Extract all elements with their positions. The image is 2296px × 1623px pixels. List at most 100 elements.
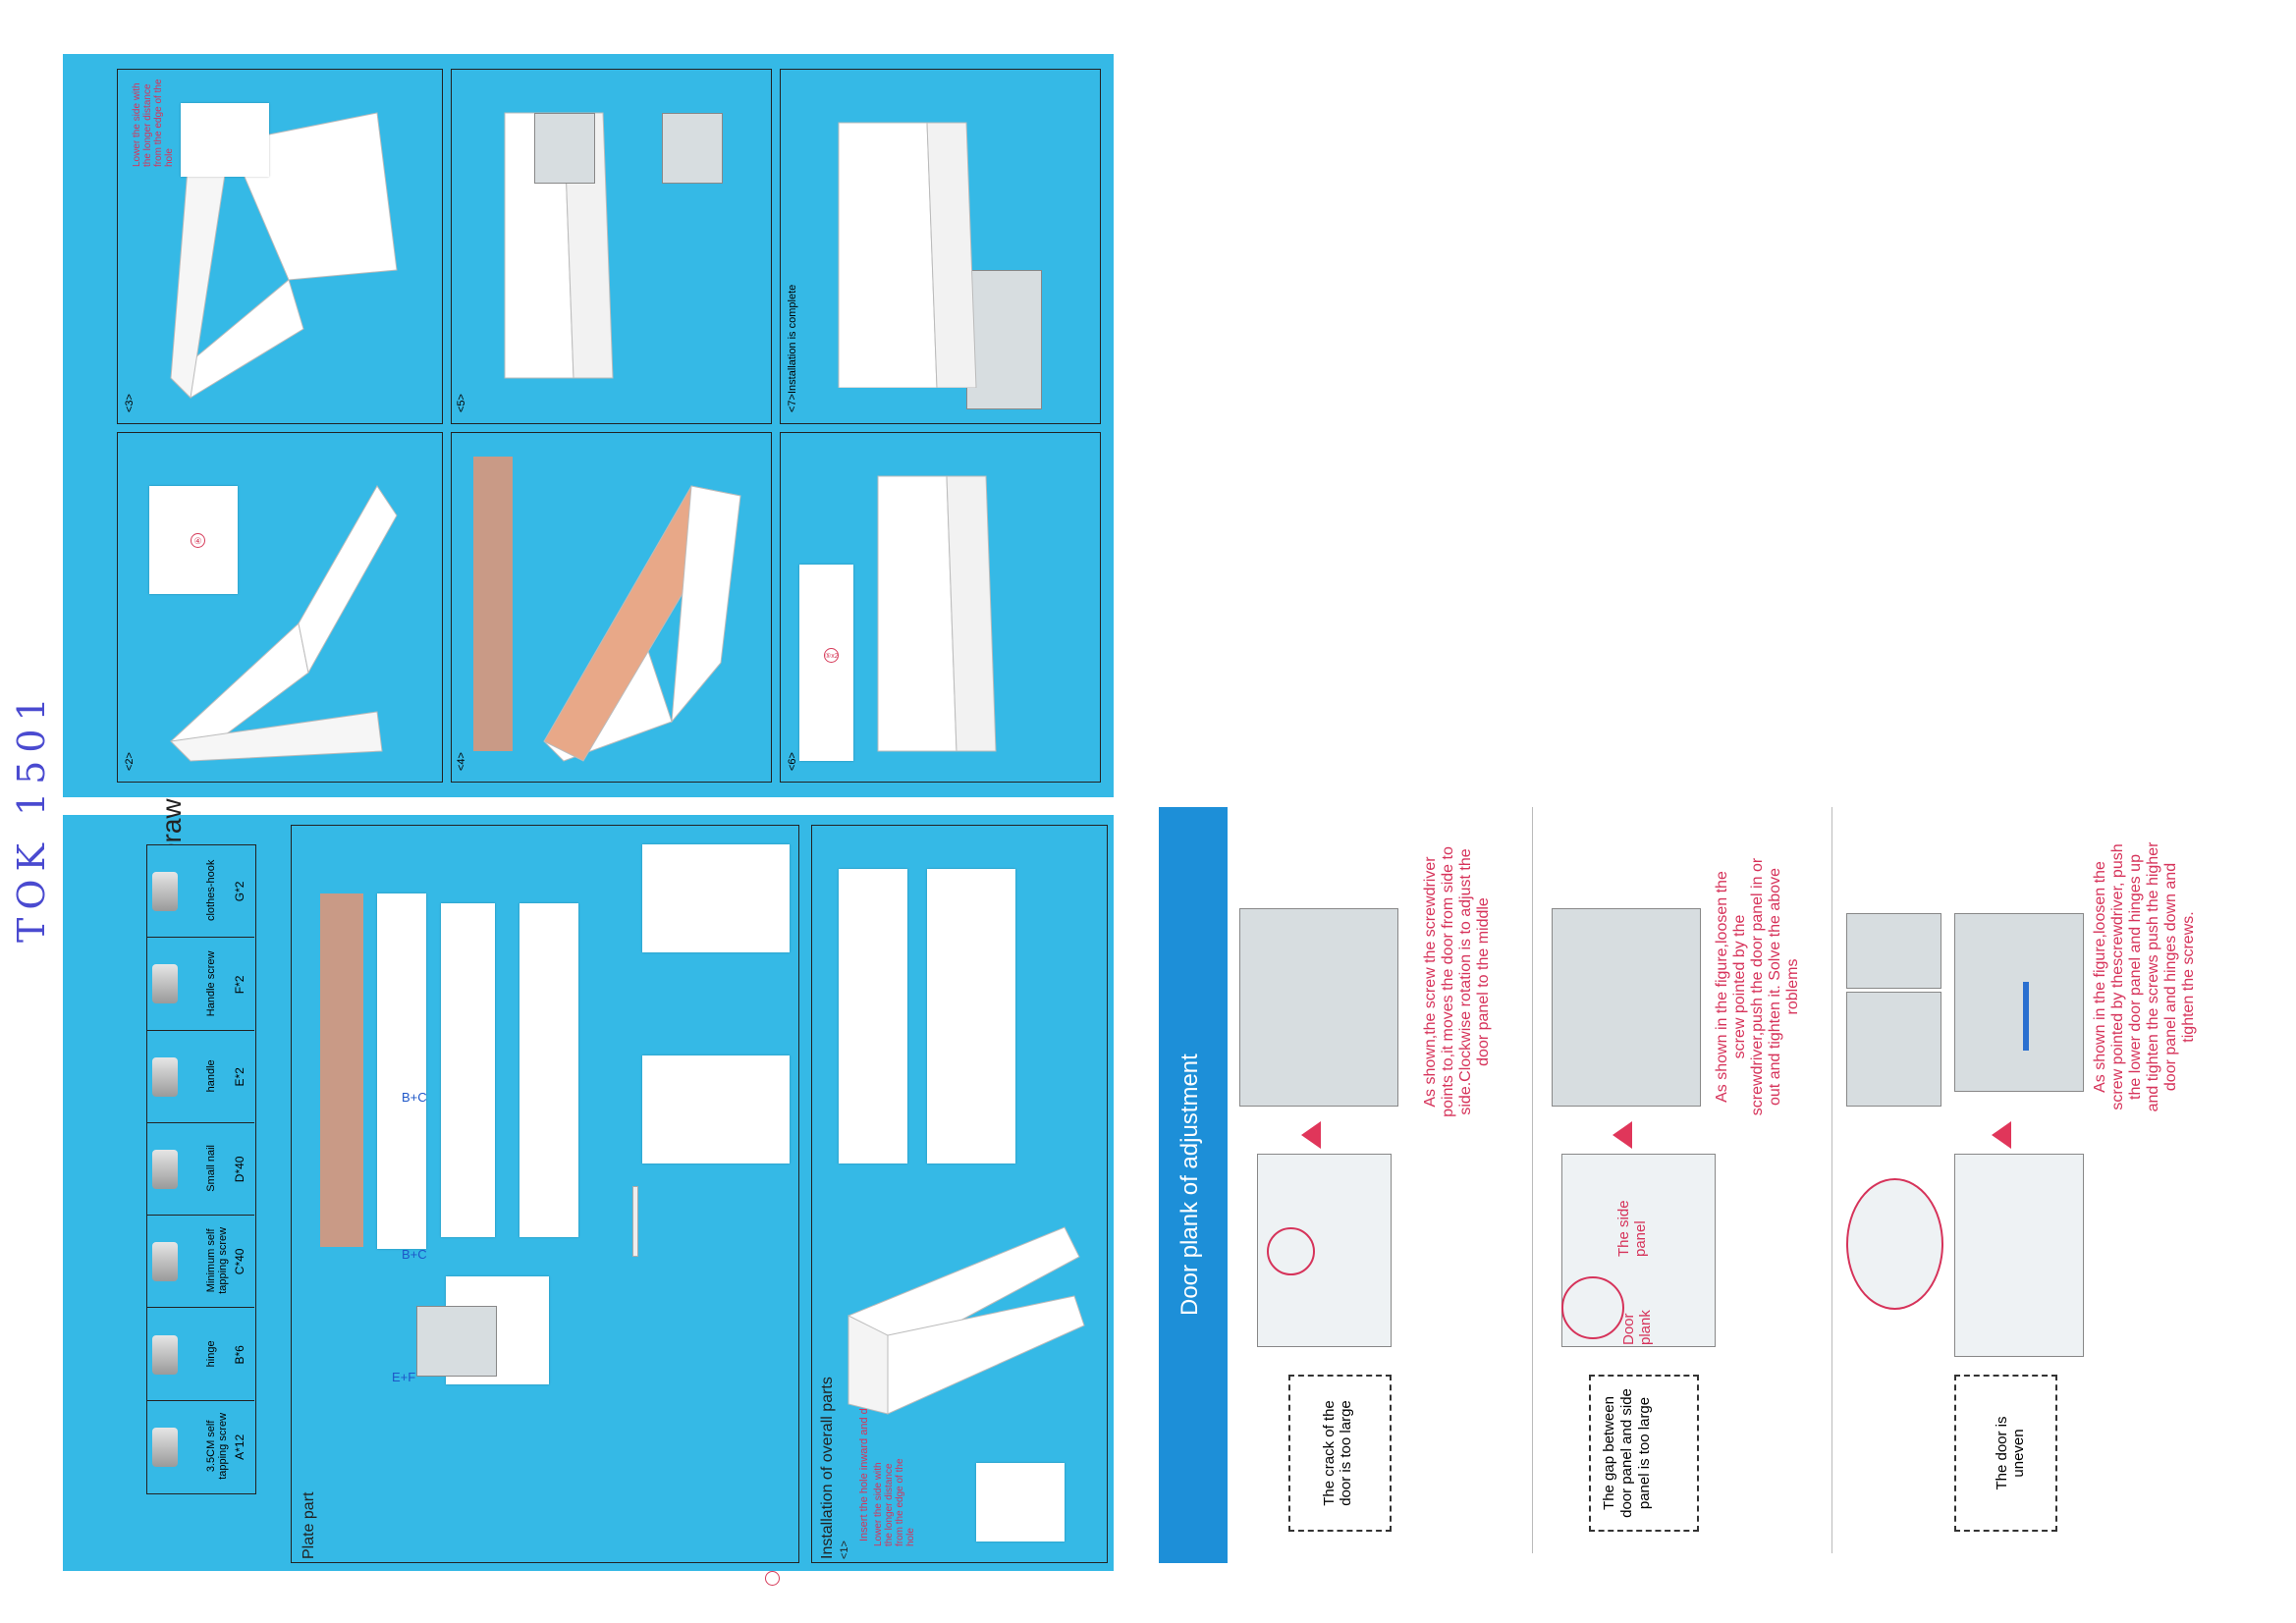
part-qty: C*40 — [233, 1248, 246, 1275]
step5-photo-1 — [534, 113, 595, 184]
bottom-board — [642, 1055, 790, 1163]
step7-note: <7>Installation is complete — [787, 284, 798, 412]
hinge-photo — [416, 1306, 497, 1377]
part-name: Small nail — [205, 1145, 217, 1192]
part-name: clothes-hook — [205, 859, 217, 922]
door-plank-label: Door plank — [1620, 1310, 1654, 1345]
step6-box — [780, 432, 1101, 783]
hinge-photo-screwdriver — [1846, 992, 1941, 1107]
label-ef: E+F — [392, 1370, 416, 1384]
hinge-screwdriver-photo-2 — [1552, 908, 1701, 1107]
step5-photo-2 — [662, 113, 723, 184]
part-name: hinge — [205, 1340, 217, 1368]
hook-icon — [152, 872, 178, 912]
double-arrow — [2023, 982, 2029, 1051]
hinge-screwdriver-photo-1 — [1239, 908, 1398, 1107]
step6-diagram — [877, 475, 997, 752]
part-name: Handle screw — [205, 950, 217, 1016]
hinge-photo-middle — [1954, 913, 2084, 1092]
part-qty: F*2 — [233, 975, 246, 994]
plate-part-box — [291, 825, 799, 1563]
part-qty: G*2 — [233, 881, 246, 902]
side-panel-label: The side panel — [1615, 1200, 1649, 1257]
step3-box — [117, 69, 443, 424]
right-instruction-sheet: <2> <3> <4> <5> <6> <7>Installation is c… — [63, 54, 1114, 797]
row-separator-1 — [1532, 807, 1533, 1553]
plate-part-heading: Plate part — [301, 1491, 317, 1559]
parts-row: Small nail D*40 — [146, 1121, 254, 1215]
part-qty: B*6 — [233, 1344, 246, 1365]
overall-board-long-2 — [927, 869, 1015, 1163]
parts-row: clothes-hook G*2 — [146, 844, 254, 937]
hanging-rod — [632, 1186, 638, 1257]
step2-marker: ④ — [191, 533, 205, 548]
instruction-text-1: As shown,the screw the screwdriver point… — [1422, 846, 1492, 1117]
up-arrow-1 — [1301, 1121, 1321, 1149]
parts-row: handle E*2 — [146, 1029, 254, 1122]
handle-screw-icon — [152, 964, 178, 1004]
overall-assembly-diagram — [847, 1226, 1085, 1415]
problem-text-3: The door is uneven — [1994, 1416, 2027, 1490]
up-arrow-2 — [1613, 1121, 1632, 1149]
nail-icon — [152, 1149, 178, 1189]
problem-box-3 — [1954, 1375, 2057, 1532]
part-name: Minimum self tapping screw — [205, 1227, 229, 1295]
uneven-detail-circle — [1846, 1178, 1943, 1310]
uneven-door-photo — [1954, 1154, 2084, 1357]
part-qty: D*40 — [233, 1156, 246, 1183]
step6-label: <6> — [787, 752, 798, 771]
door-crack-circle — [1267, 1227, 1315, 1275]
problem-box-1 — [1288, 1375, 1392, 1532]
step5-box — [451, 69, 772, 424]
overall-small-board — [976, 1463, 1065, 1542]
step4-back-panel — [473, 457, 513, 751]
left-instruction-sheet: Wardrobe Installation Drawing Plate part… — [63, 762, 1114, 1586]
adjustment-header: Door plank of adjustment — [1176, 1054, 1203, 1316]
step3-small-board — [181, 103, 269, 177]
label-bc-1: B+C — [402, 1247, 427, 1262]
overall-parts-box — [811, 825, 1108, 1563]
adjustment-header-bar — [1159, 807, 1228, 1563]
marker-1x2 — [765, 1571, 780, 1586]
part-name: handle — [205, 1059, 217, 1093]
overall-note-bottom: Lower the side with the longer distance … — [873, 1458, 916, 1546]
hinge-icon — [152, 1334, 178, 1375]
brown-back-panel — [320, 893, 363, 1247]
handwritten-code: TOK 1501 — [10, 689, 53, 943]
part-name: 3.5CM self tapping screw — [205, 1412, 229, 1480]
parts-row: Minimum self tapping screw C*40 — [146, 1215, 254, 1307]
long-screw-icon — [152, 1427, 178, 1467]
step4-diagram — [543, 485, 741, 762]
row-separator-2 — [1831, 807, 1832, 1553]
side-board-long-1 — [441, 903, 495, 1237]
short-screw-icon — [152, 1242, 178, 1282]
door-panel-left — [377, 893, 426, 1249]
step3-note: Lower the side with the longer distance … — [132, 79, 175, 167]
handle-icon — [152, 1056, 178, 1097]
parts-row: Handle screw F*2 — [146, 937, 254, 1029]
top-board — [642, 844, 790, 952]
label-bc-2: B+C — [402, 1090, 427, 1105]
problem-text-1: The crack of the door is too large — [1321, 1400, 1354, 1506]
step4-box — [451, 432, 772, 783]
parts-row: hinge B*6 — [146, 1307, 254, 1399]
side-panel-circle — [1561, 1276, 1624, 1339]
step7-finished-wardrobe — [838, 122, 977, 388]
instruction-text-2: As shown in the figure,loosen the screw … — [1714, 857, 1801, 1116]
step2-box — [117, 432, 443, 783]
problem-box-2 — [1589, 1375, 1699, 1532]
step2-diagram — [169, 485, 398, 762]
side-board-long-2 — [519, 903, 578, 1237]
overall-board-long-1 — [839, 869, 907, 1163]
step3-diagram — [170, 112, 398, 400]
step4-label: <4> — [456, 752, 467, 771]
hinge-photo-top — [1846, 913, 1941, 989]
part-qty: E*2 — [233, 1067, 246, 1087]
step6-top-board — [799, 565, 853, 761]
instruction-text-3: As shown in the figure,loosen the screw … — [2092, 841, 2197, 1112]
step7-box — [780, 69, 1101, 424]
problem-text-2: The gap between door panel and side pane… — [1601, 1388, 1653, 1518]
overall-step: <1> — [839, 1541, 850, 1559]
step6-marker: ⑤x2 — [824, 648, 839, 663]
